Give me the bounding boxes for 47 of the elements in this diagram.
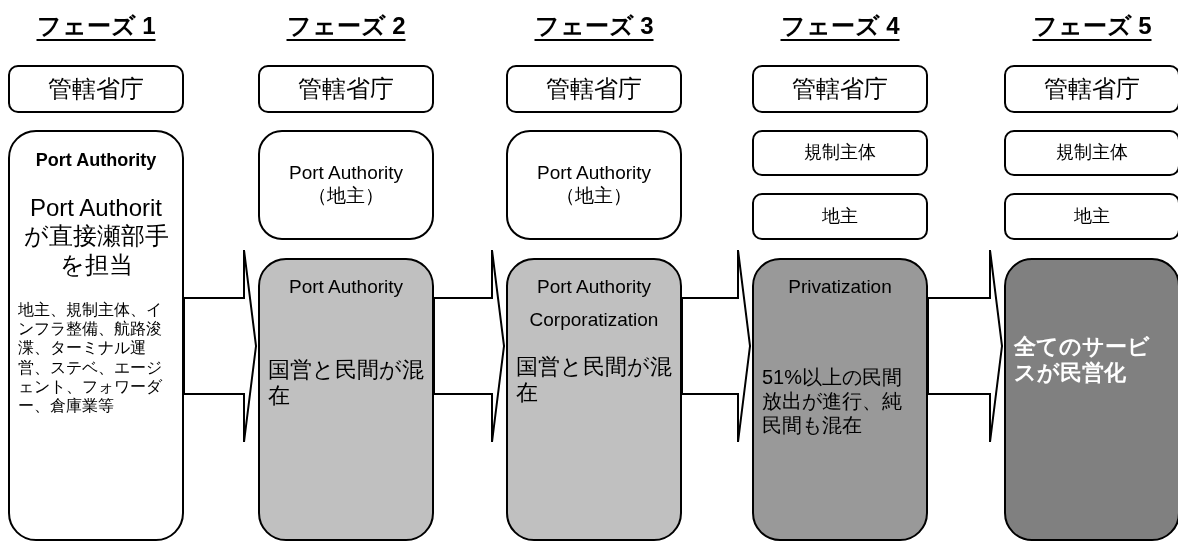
shaded-box: [752, 258, 928, 541]
rounded-box: [1004, 65, 1178, 113]
rounded-box: [752, 130, 928, 176]
box-label: 地主: [822, 205, 858, 228]
box-text: 国営と民間が混在: [268, 356, 424, 410]
box-text: Port Authority: [536, 276, 652, 299]
rounded-box: [8, 130, 184, 541]
box-text: 51%以上の民間放出が進行、純民間も混在: [762, 364, 904, 437]
rounded-box: [1004, 130, 1178, 176]
box-text: Port Authority: [35, 150, 157, 172]
box-label: 管轄省庁: [48, 74, 144, 104]
phase-heading: フェーズ 1: [36, 11, 156, 41]
block-arrow: [433, 249, 505, 443]
box-label: Port Authority （地主）: [535, 162, 653, 208]
box-label: 管轄省庁: [298, 74, 394, 104]
shaded-box: [258, 258, 434, 541]
box-text: Port Authorit が直接瀬部手を担当: [22, 193, 170, 280]
box-label: 管轄省庁: [546, 74, 642, 104]
block-arrow: [681, 249, 751, 443]
rounded-box: [506, 65, 682, 113]
box-label: 規制主体: [804, 142, 876, 164]
phase-heading: フェーズ 3: [534, 11, 654, 41]
box-label: 管轄省庁: [1044, 74, 1140, 104]
box-text: 国営と民間が混在: [516, 353, 672, 407]
box-label: 管轄省庁: [792, 74, 888, 104]
box-text: 全てのサービスが民営化: [1014, 334, 1151, 387]
box-text: 地主、規制主体、インフラ整備、航路浚渫、ターミナル運営、ステベ、エージェント、フォワーダー、倉庫業等: [18, 300, 163, 416]
phase-heading: フェーズ 4: [780, 11, 900, 41]
box-label: 規制主体: [1056, 142, 1128, 164]
box-label: 地主: [1074, 205, 1110, 228]
box-text: Corporatization: [529, 308, 659, 332]
rounded-box: [258, 65, 434, 113]
box-label: Port Authority （地主）: [287, 162, 405, 208]
rounded-box: [752, 193, 928, 240]
shaded-box: [506, 258, 682, 541]
phase-heading: フェーズ 5: [1032, 11, 1152, 41]
rounded-box: [506, 130, 682, 240]
box-text: Privatization: [788, 276, 892, 299]
rounded-box: [258, 130, 434, 240]
rounded-box: [752, 65, 928, 113]
box-text: Port Authority: [288, 276, 404, 299]
shaded-box: [1004, 258, 1178, 541]
phase-heading: フェーズ 2: [286, 11, 406, 41]
rounded-box: [8, 65, 184, 113]
block-arrow: [183, 249, 257, 443]
block-arrow: [927, 249, 1003, 443]
rounded-box: [1004, 193, 1178, 240]
